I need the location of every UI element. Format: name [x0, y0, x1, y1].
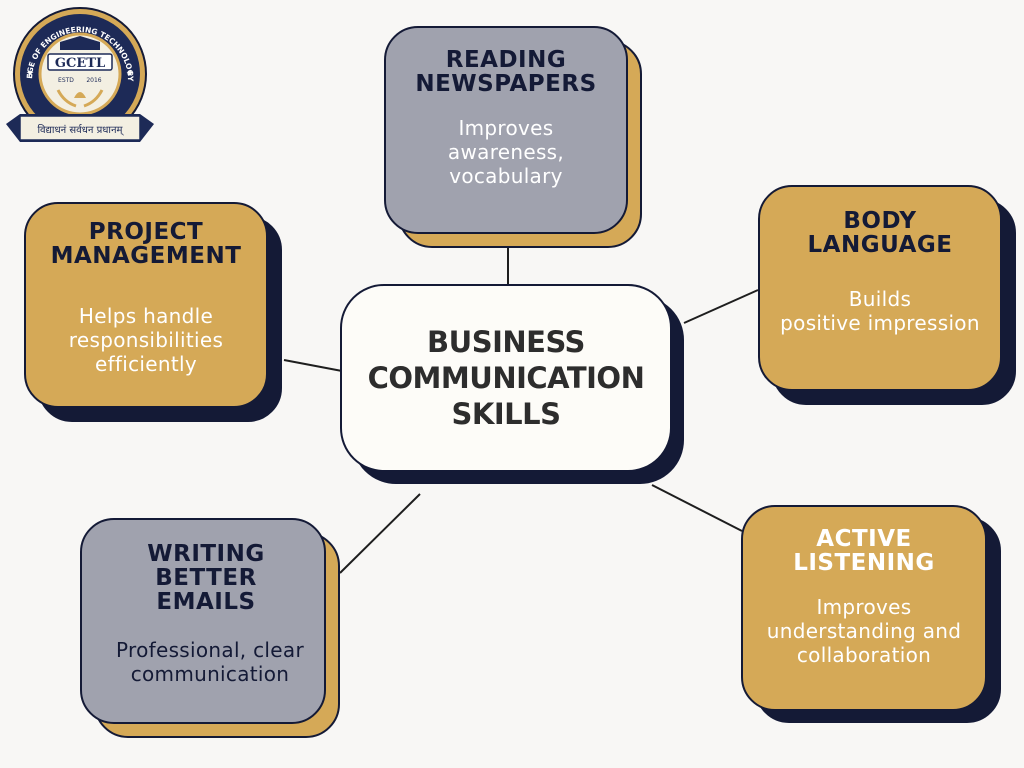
- connector-writing: [339, 493, 421, 574]
- logo-year: 2016: [86, 77, 101, 84]
- node-title: ACTIVE LISTENING: [793, 526, 935, 576]
- card-face: BODY LANGUAGE Builds positive impression: [758, 185, 1002, 391]
- node-reading-newspapers: READING NEWSPAPERS Improves awareness, v…: [384, 26, 642, 248]
- node-description: Professional, clear communication: [116, 638, 304, 686]
- connector-project: [283, 359, 343, 372]
- logo-motto: विद्याधनं सर्वधन प्रधानम्: [37, 124, 124, 136]
- node-title: WRITING BETTER EMAILS: [147, 541, 265, 615]
- node-description: Improves understanding and collaboration: [766, 595, 962, 667]
- svg-text:★: ★: [126, 69, 134, 79]
- node-title: BODY LANGUAGE: [807, 208, 953, 258]
- node-active-listening: ACTIVE LISTENING Improves understanding …: [741, 505, 1001, 723]
- logo-abbr: GCETL: [55, 56, 105, 71]
- connector-listening: [651, 484, 743, 532]
- node-body-language: BODY LANGUAGE Builds positive impression: [758, 185, 1016, 405]
- card-face: READING NEWSPAPERS Improves awareness, v…: [384, 26, 628, 234]
- node-title: PROJECT MANAGEMENT: [50, 219, 242, 269]
- card-face: BUSINESS COMMUNICATION SKILLS: [340, 284, 672, 472]
- node-description: Builds positive impression: [780, 287, 980, 335]
- node-description: Helps handle responsibilities efficientl…: [68, 304, 224, 376]
- node-description: Improves awareness, vocabulary: [447, 116, 565, 188]
- card-face: WRITING BETTER EMAILS Professional, clea…: [80, 518, 326, 724]
- card-face: PROJECT MANAGEMENT Helps handle responsi…: [24, 202, 268, 408]
- logo-est: ESTD: [58, 77, 74, 84]
- college-logo: GLOBAL COLLEGE OF ENGINEERING TECHNOLOGY…: [2, 2, 154, 142]
- node-project-management: PROJECT MANAGEMENT Helps handle responsi…: [24, 202, 282, 422]
- node-title: READING NEWSPAPERS: [415, 47, 597, 97]
- central-title: BUSINESS COMMUNICATION SKILLS: [367, 325, 645, 431]
- connector-body: [683, 289, 759, 324]
- card-face: ACTIVE LISTENING Improves understanding …: [741, 505, 987, 711]
- svg-text:★: ★: [26, 69, 34, 79]
- node-writing-better-emails: WRITING BETTER EMAILS Professional, clea…: [80, 518, 340, 738]
- central-topic: BUSINESS COMMUNICATION SKILLS: [340, 284, 684, 484]
